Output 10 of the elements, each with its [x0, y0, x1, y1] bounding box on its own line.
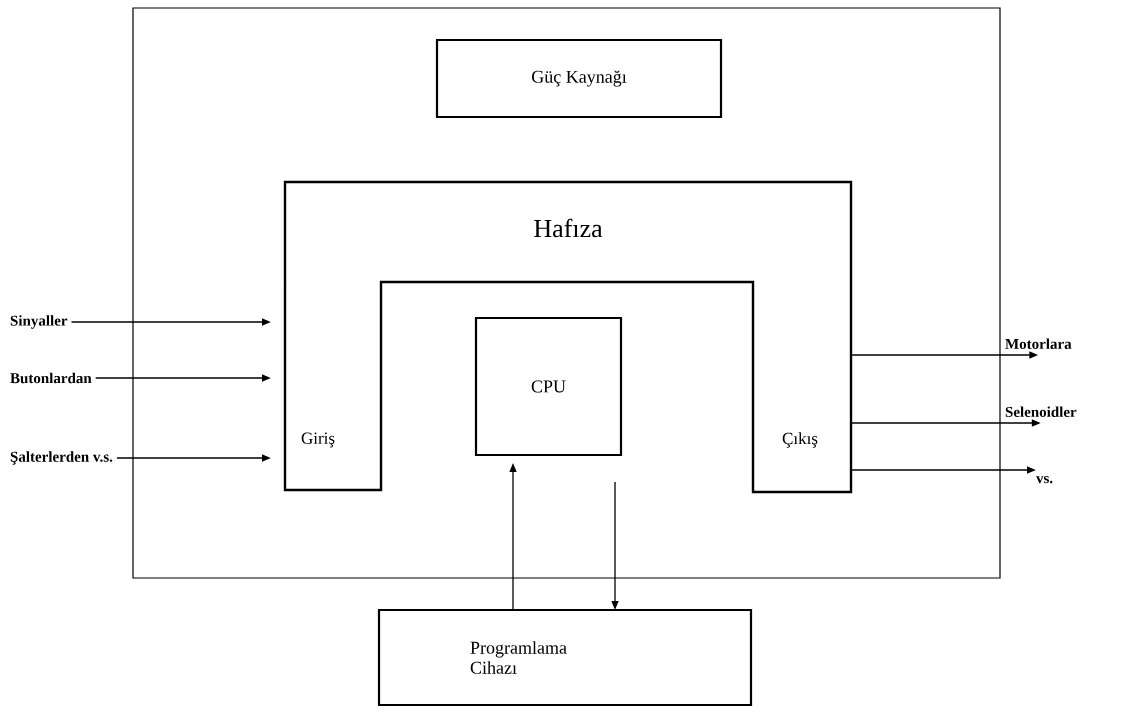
signal-label: Sinyaller: [10, 315, 68, 329]
frame-box: [132, 7, 1001, 579]
signal-label: Şalterlerden v.s.: [10, 451, 113, 465]
signal-label: Butonlardan: [10, 372, 92, 384]
signal-label: Motorlara: [1005, 338, 1072, 349]
signal-label: Selenoidler: [1005, 406, 1077, 417]
process-box: CPU: [474, 316, 623, 457]
process-box: Güç Kaynağı: [435, 38, 723, 119]
signal-label: vs.: [1036, 476, 1053, 484]
device-box: Programlama Cihazı: [377, 608, 753, 707]
